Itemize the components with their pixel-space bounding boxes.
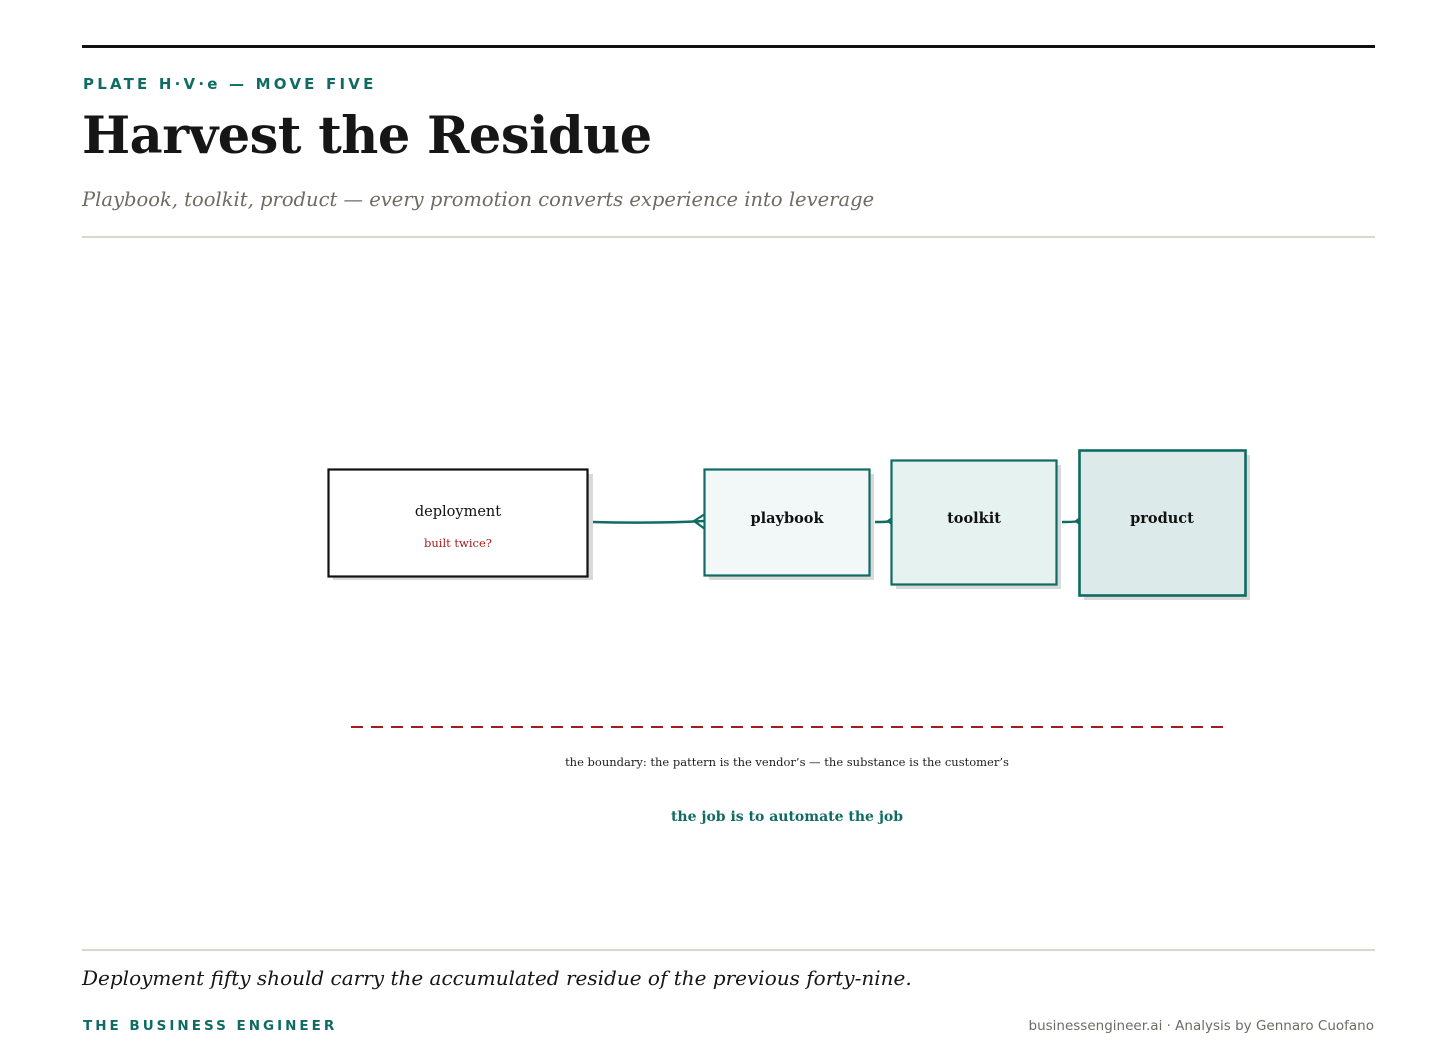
header-divider (82, 236, 1375, 238)
page-title: Harvest the Residue (82, 106, 652, 166)
node-toolkit-label: toolkit (947, 510, 1001, 527)
takeaway-quote: Deployment fifty should carry the accumu… (82, 966, 912, 990)
node-deployment: deployment built twice? (327, 468, 593, 580)
node-deployment-label: deployment (415, 504, 501, 520)
node-product-box (1078, 449, 1247, 597)
node-deployment-note: built twice? (424, 536, 492, 550)
page-subtitle: Playbook, toolkit, product — every promo… (82, 188, 875, 211)
top-rule (82, 45, 1375, 48)
boundary-label: the boundary: the pattern is the vendor’… (565, 755, 1009, 769)
edge-deployment-playbook-line (592, 519, 705, 524)
node-toolkit-box (890, 459, 1058, 586)
credit-line: businessengineer.ai · Analysis by Gennar… (1028, 1018, 1375, 1034)
plate-kicker: PLATE H·V·e — MOVE FIVE (83, 75, 377, 93)
node-product: product (1078, 449, 1250, 600)
node-toolkit: toolkit (890, 459, 1061, 589)
node-playbook-label: playbook (751, 510, 825, 527)
node-product-label: product (1130, 510, 1194, 527)
node-playbook: playbook (703, 468, 874, 580)
footer-divider (82, 949, 1375, 951)
edge-deployment-playbook (592, 513, 706, 530)
brand-name: THE BUSINESS ENGINEER (83, 1018, 338, 1034)
edge-deployment-playbook-arrowhead (692, 513, 706, 530)
diagram-moral: the job is to automate the job (671, 809, 903, 825)
node-deployment-box (327, 468, 589, 578)
node-playbook-box (703, 468, 871, 577)
